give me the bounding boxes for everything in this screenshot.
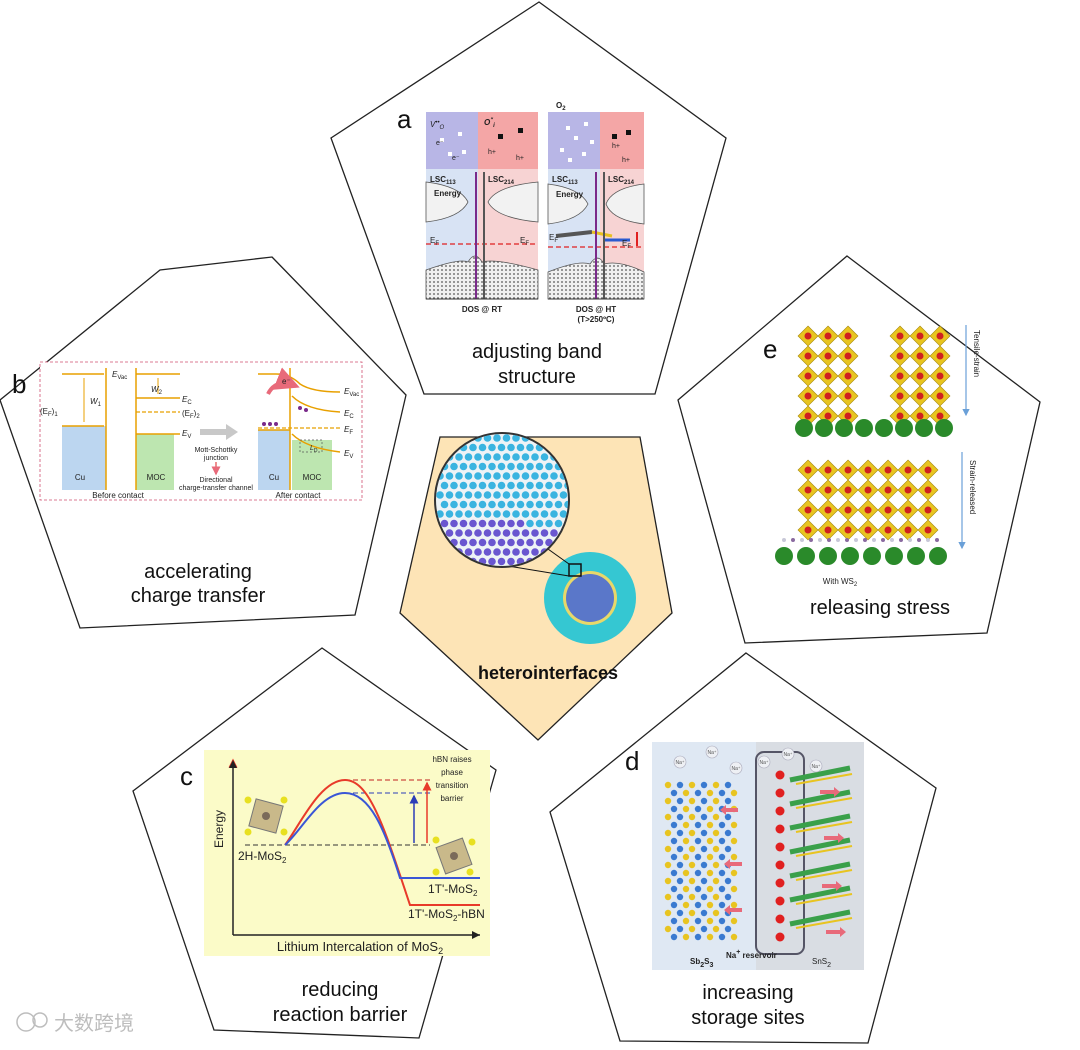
panel-d-caption-1: increasing (702, 982, 793, 1004)
svg-text:After contact: After contact (276, 491, 322, 500)
panel-d-letter: d (625, 746, 639, 776)
panel-c-caption-1: reducing (302, 979, 379, 1001)
panel-a-letter: a (397, 104, 412, 134)
svg-text:Na+ reservoir: Na+ reservoir (726, 949, 777, 960)
svg-text:barrier: barrier (440, 794, 463, 803)
svg-text:charge-transfer channel: charge-transfer channel (179, 485, 253, 492)
svg-text:Directional: Directional (199, 477, 233, 484)
panel-b-caption-1: accelerating (144, 561, 252, 583)
panel-c-caption-2: reaction barrier (273, 1004, 408, 1026)
svg-text:junction: junction (203, 455, 228, 462)
svg-text:1T'-MoS2-hBN: 1T'-MoS2-hBN (408, 907, 485, 923)
svg-text:(T>250ºC): (T>250ºC) (578, 315, 615, 324)
svg-text:Tensile-strain: Tensile-strain (972, 330, 981, 377)
svg-text:e⁻: e⁻ (436, 140, 444, 147)
svg-text:Cu: Cu (269, 473, 279, 482)
svg-text:DOS @ RT: DOS @ RT (462, 305, 502, 314)
svg-text:Strain-released: Strain-released (968, 460, 977, 514)
pentagon-e (678, 256, 1040, 643)
panel-e-letter: e (763, 334, 777, 364)
panel-c-letter: c (180, 761, 193, 791)
panel-e-caption: releasing stress (810, 597, 950, 619)
svg-text:Before contact: Before contact (92, 491, 144, 500)
watermark: 大数跨境 (17, 1012, 134, 1035)
panel-a-caption-1: adjusting band (472, 341, 602, 363)
svg-text:e⁻: e⁻ (282, 377, 291, 386)
svg-text:DOS @ HT: DOS @ HT (576, 305, 616, 314)
svg-text:hBN raises: hBN raises (432, 755, 471, 764)
svg-text:Na⁺: Na⁺ (759, 760, 768, 766)
svg-text:h+: h+ (622, 157, 630, 164)
center-title: heterointerfaces (478, 663, 618, 683)
svg-text:Na⁺: Na⁺ (811, 764, 820, 770)
svg-text:Na⁺: Na⁺ (731, 766, 740, 772)
svg-text:h+: h+ (488, 149, 496, 156)
svg-text:transition: transition (436, 781, 468, 790)
svg-text:1T'-MoS2: 1T'-MoS2 (428, 882, 478, 898)
svg-text:2H-MoS2: 2H-MoS2 (238, 849, 287, 865)
svg-text:Na⁺: Na⁺ (675, 760, 684, 766)
svg-text:Energy: Energy (556, 190, 584, 199)
svg-text:Na⁺: Na⁺ (707, 750, 716, 756)
svg-text:e⁻: e⁻ (452, 155, 460, 162)
svg-text:大数跨境: 大数跨境 (54, 1012, 134, 1035)
svg-text:Na⁺: Na⁺ (783, 752, 792, 758)
svg-text:h+: h+ (612, 143, 620, 150)
svg-text:MOC: MOC (303, 473, 322, 482)
svg-text:MOC: MOC (147, 473, 166, 482)
panel-b-caption-2: charge transfer (131, 585, 266, 607)
panel-b-letter: b (12, 369, 26, 399)
svg-text:Energy: Energy (434, 189, 462, 198)
svg-text:Lithium Intercalation of MoS2: Lithium Intercalation of MoS2 (277, 939, 443, 956)
panel-d-caption-2: storage sites (691, 1007, 804, 1029)
svg-text:phase: phase (441, 768, 463, 777)
panel-a-caption-2: structure (498, 366, 576, 388)
svg-text:Energy: Energy (212, 810, 226, 848)
svg-text:Cu: Cu (75, 473, 85, 482)
svg-text:h+: h+ (516, 155, 524, 162)
svg-text:Mott-Schottky: Mott-Schottky (195, 447, 238, 454)
